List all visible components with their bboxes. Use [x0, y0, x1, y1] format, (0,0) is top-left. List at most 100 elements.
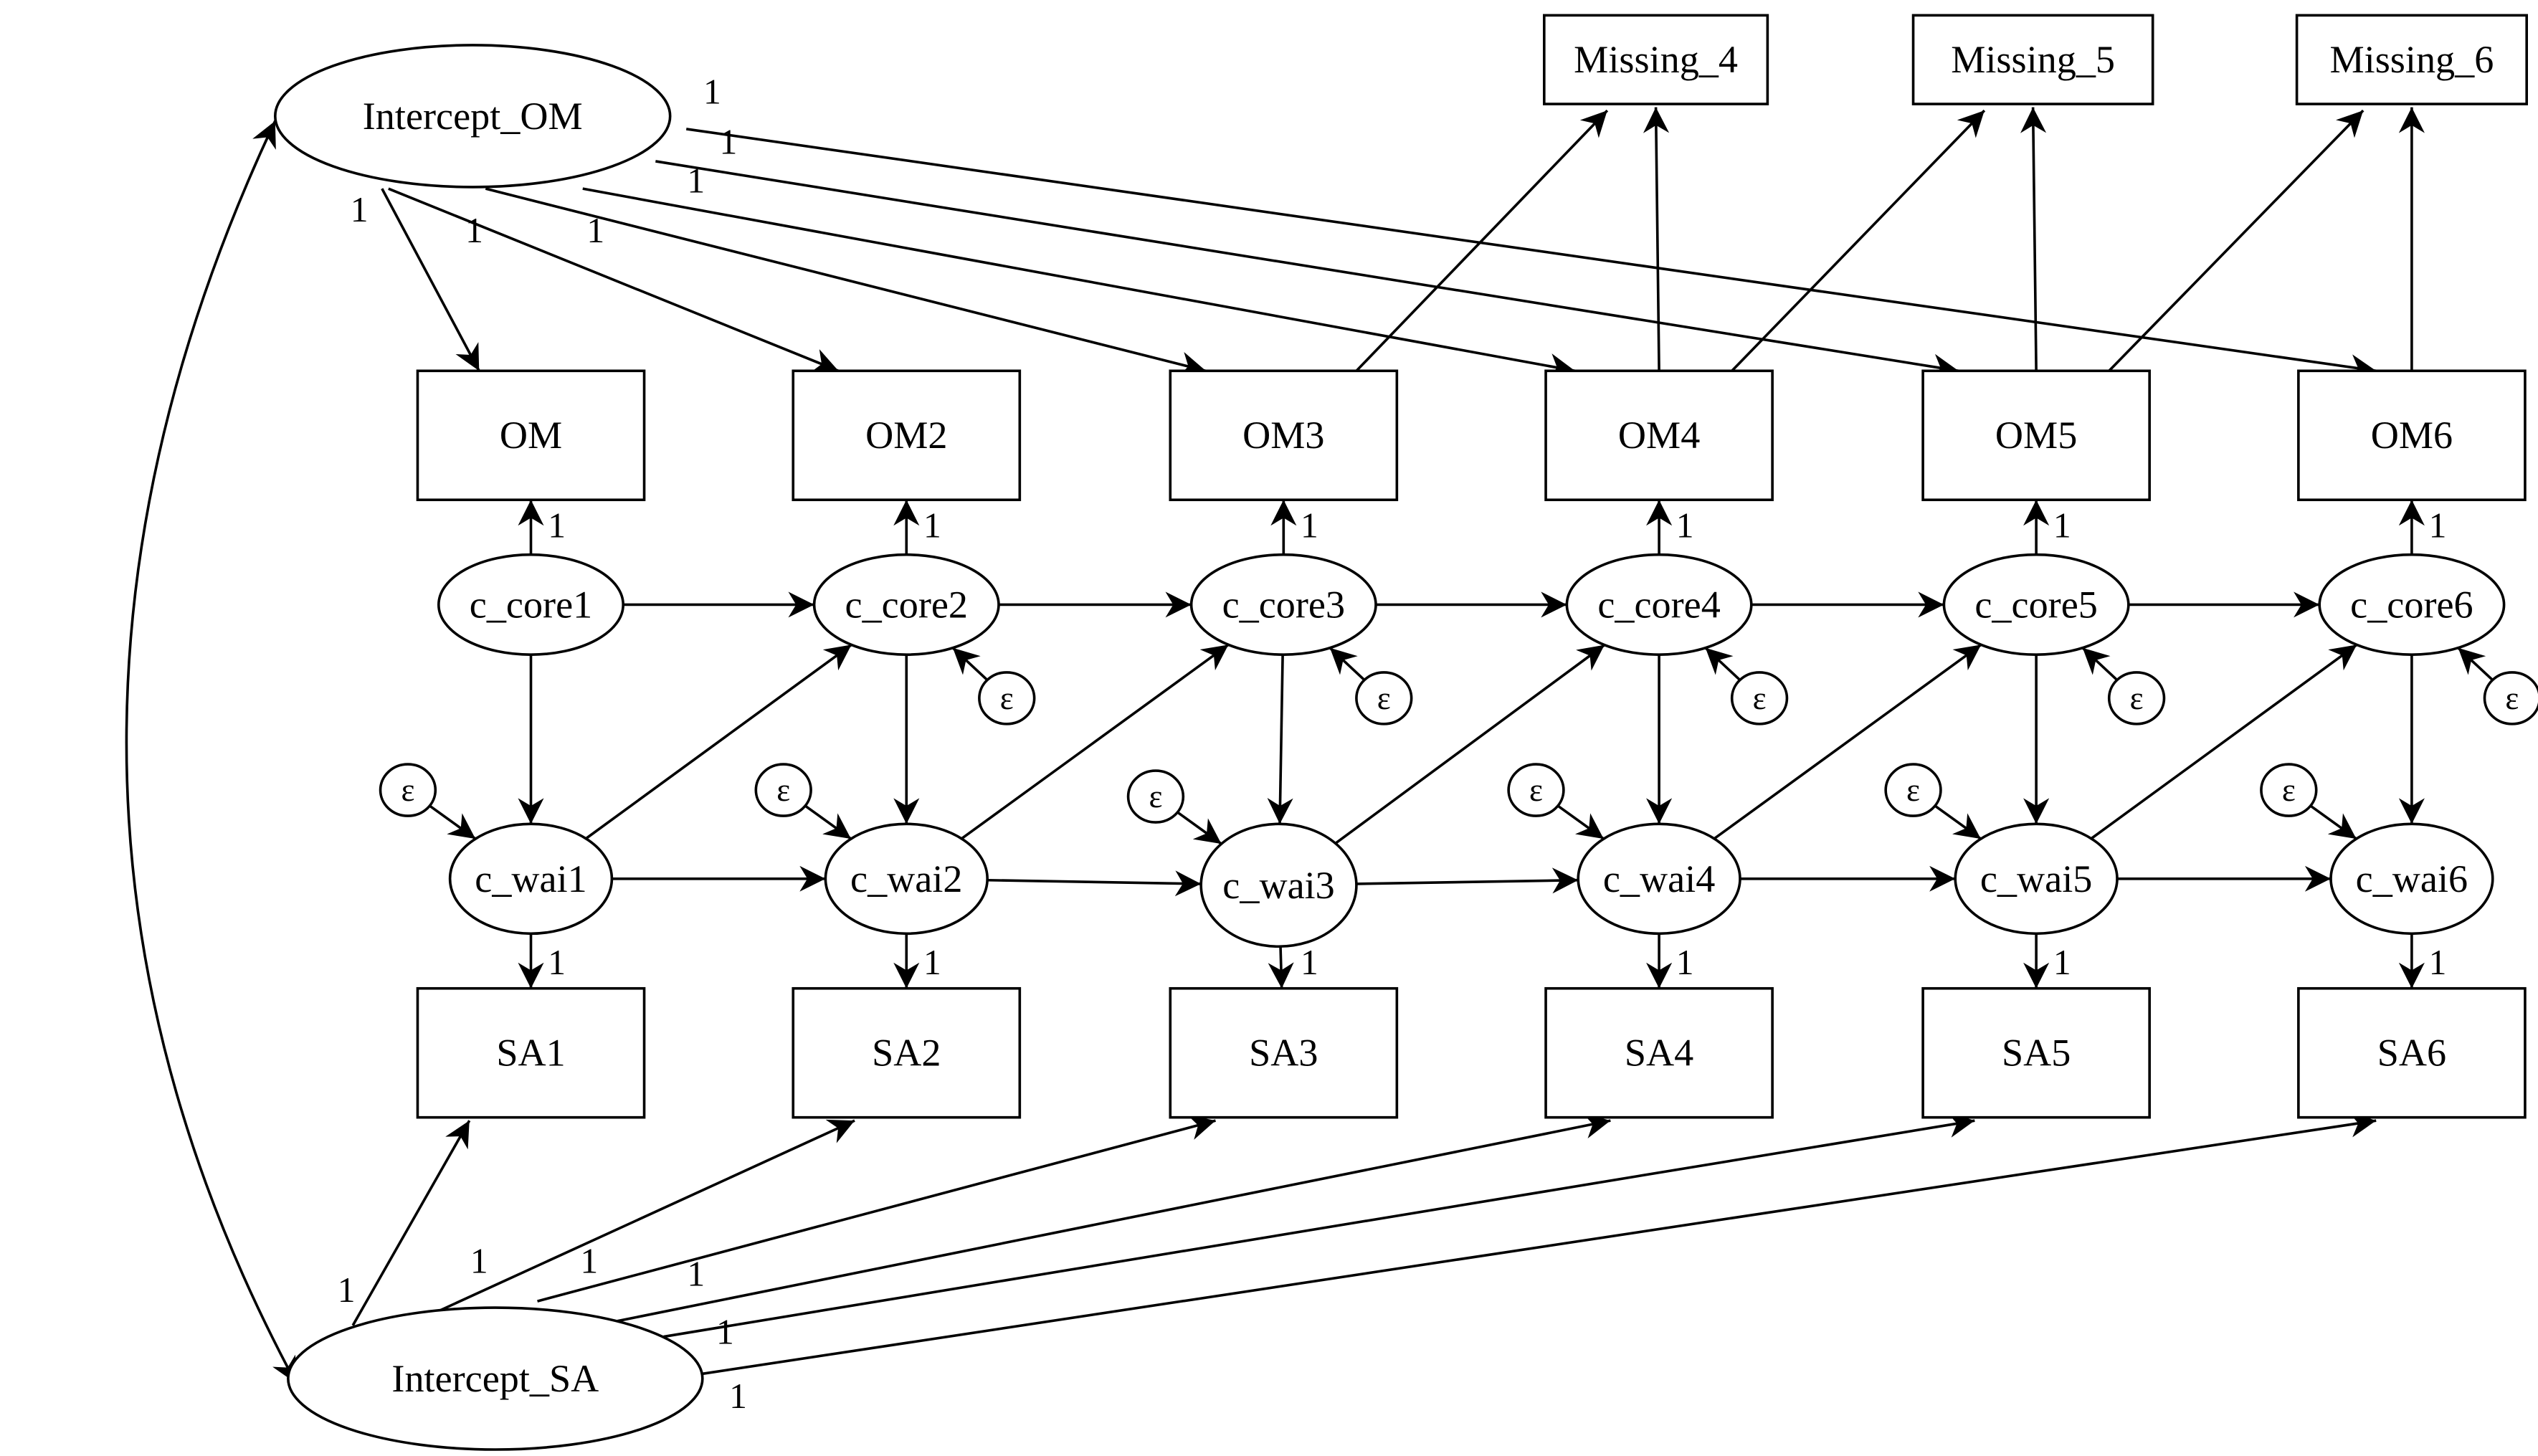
path-OM5-to-Missing_5 — [2020, 107, 2047, 371]
node-label: c_core3 — [1222, 583, 1345, 626]
epsilon-symbol: ε — [401, 772, 414, 808]
loading-label-c_wai6-to-SA6: 1 — [2429, 943, 2447, 982]
epsilon-symbol: ε — [1000, 680, 1014, 716]
node-om2: OM2 — [792, 369, 1022, 502]
path-OM4-to-Missing_5 — [1731, 109, 1986, 372]
node-label: SA6 — [2377, 1032, 2446, 1075]
path-Intercept_OM-to-OM2 — [388, 187, 840, 373]
node-c-core4: c_core4 — [1565, 553, 1753, 656]
node-sa3: SA3 — [1169, 986, 1399, 1119]
error-path — [429, 804, 477, 840]
path-Intercept_SA-to-SA2 — [434, 1119, 855, 1314]
loading-label-c_wai3-to-SA3: 1 — [1301, 943, 1318, 982]
path-c_wai1-to-c_core2 — [585, 643, 852, 840]
path-Intercept_SA-to-SA3 — [537, 1115, 1216, 1303]
path-Intercept_OM-to-OM3 — [485, 187, 1207, 377]
loading-label-c_wai2-to-SA2: 1 — [923, 943, 941, 982]
epsilon-symbol: ε — [1753, 680, 1767, 716]
observed-variable-box — [1921, 986, 2151, 1119]
node-label: c_core1 — [470, 583, 592, 626]
node-label: c_wai6 — [2356, 857, 2468, 900]
error-term-c_core4: ε — [1704, 647, 1789, 725]
node-sa2: SA2 — [792, 986, 1022, 1119]
error-circle — [978, 671, 1036, 725]
path-c_wai2-to-c_core3 — [961, 643, 1230, 840]
error-circle — [2260, 763, 2318, 817]
error-term-c_core6: ε — [2457, 647, 2538, 725]
node-label: OM — [500, 414, 562, 457]
node-intercept-sa: Intercept_SA — [287, 1306, 704, 1451]
error-circle — [1507, 763, 1565, 817]
loading-label-Intercept_OM-to-OM2: 1 — [465, 211, 483, 250]
node-label: SA2 — [872, 1032, 941, 1075]
error-term-c_core3: ε — [1329, 647, 1413, 725]
node-c-core2: c_core2 — [812, 553, 1000, 656]
error-term-c_wai5: ε — [1884, 763, 1982, 840]
observed-variable-box — [2295, 14, 2529, 105]
latent-variable-ellipse — [1565, 553, 1753, 656]
error-circle — [1126, 769, 1185, 824]
loading-label-c_wai4-to-SA4: 1 — [1676, 943, 1694, 982]
node-label: c_core6 — [2350, 583, 2473, 626]
covariance-Intercept_OM-Intercept_SA — [125, 120, 298, 1384]
loading-label-Intercept_OM-to-OM4: 1 — [687, 161, 705, 200]
node-c-wai6: c_wai6 — [2329, 822, 2494, 936]
error-path — [951, 647, 989, 681]
error-circle — [1730, 671, 1789, 725]
node-label: SA5 — [2002, 1032, 2071, 1075]
loading-label-c_wai5-to-SA5: 1 — [2053, 943, 2071, 982]
error-path — [2081, 647, 2119, 681]
loading-label-Intercept_OM-to-OM6: 1 — [703, 72, 721, 112]
loading-label-c_core3-to-OM3: 1 — [1301, 506, 1318, 546]
error-path — [1934, 804, 1982, 840]
error-circle — [754, 763, 812, 817]
error-term-c_core5: ε — [2081, 647, 2166, 725]
node-label: c_wai4 — [1603, 857, 1715, 900]
node-label: OM6 — [2371, 414, 2453, 457]
node-label: Missing_5 — [1951, 38, 2115, 81]
error-path — [2457, 647, 2494, 681]
node-sa6: SA6 — [2297, 986, 2527, 1119]
loading-label-Intercept_SA-to-SA5: 1 — [716, 1312, 734, 1351]
path-OM5-to-Missing_6 — [2108, 109, 2364, 372]
path-Intercept_OM-to-OM — [381, 188, 480, 372]
epsilon-symbol: ε — [776, 772, 790, 808]
node-label: c_core5 — [1974, 583, 2097, 626]
loading-label-Intercept_SA-to-SA6: 1 — [729, 1376, 747, 1416]
error-path — [2309, 804, 2357, 840]
loading-label-c_wai1-to-SA1: 1 — [548, 943, 566, 982]
node-c-core5: c_core5 — [1942, 553, 2130, 656]
loading-label-c_core4-to-OM4: 1 — [1676, 506, 1694, 546]
error-term-c_wai4: ε — [1507, 763, 1605, 840]
node-missing-4: Missing_4 — [1542, 14, 1769, 105]
path-Intercept_SA-to-SA5 — [663, 1112, 1975, 1338]
node-missing-6: Missing_6 — [2295, 14, 2529, 105]
epsilon-symbol: ε — [2282, 772, 2296, 808]
error-circle — [2483, 671, 2538, 725]
latent-variable-ellipse — [2329, 822, 2494, 936]
observed-variable-box — [792, 369, 1022, 502]
observed-variable-box — [416, 369, 646, 502]
node-c-wai2: c_wai2 — [824, 822, 989, 936]
latent-variable-ellipse — [812, 553, 1000, 656]
node-label: SA4 — [1625, 1032, 1693, 1075]
loading-label-c_core1-to-OM: 1 — [548, 506, 566, 546]
node-c-core3: c_core3 — [1189, 553, 1377, 656]
observed-variable-box — [1542, 14, 1769, 105]
error-circle — [379, 763, 437, 817]
path-c_wai3-to-c_core4 — [1334, 644, 1605, 844]
path-Intercept_SA-to-SA1 — [351, 1120, 471, 1326]
path-Intercept_SA-to-SA4 — [612, 1113, 1611, 1324]
node-sa1: SA1 — [416, 986, 646, 1119]
loading-label-Intercept_SA-to-SA3: 1 — [580, 1241, 598, 1280]
error-term-c_wai2: ε — [754, 763, 852, 840]
node-om6: OM6 — [2297, 369, 2527, 502]
node-missing-5: Missing_5 — [1911, 14, 2154, 105]
path-Intercept_OM-to-OM6 — [685, 128, 2377, 381]
error-path — [1177, 811, 1222, 845]
latent-variable-ellipse — [287, 1306, 704, 1451]
node-label: c_wai5 — [1980, 857, 2092, 900]
error-path — [1329, 647, 1366, 681]
